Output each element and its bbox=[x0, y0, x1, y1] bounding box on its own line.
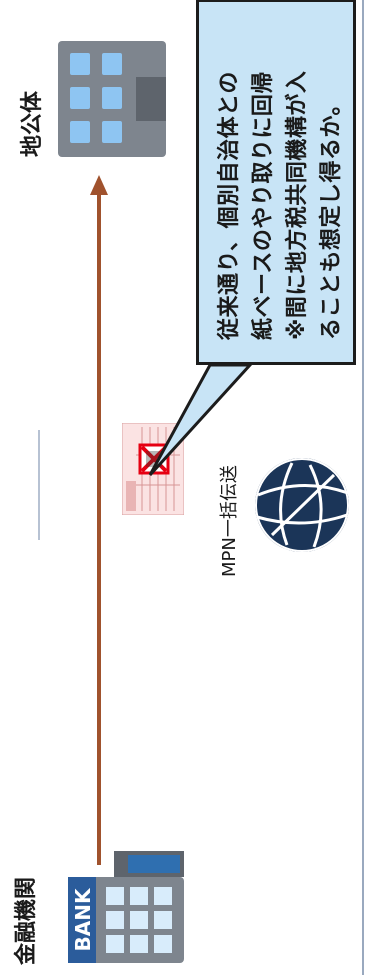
callout-line: 紙ベースのやり取りに回帰 bbox=[251, 71, 276, 340]
callout-tail bbox=[148, 363, 254, 477]
local-gov-label: 地公体 bbox=[20, 90, 45, 157]
callout-line: ることも想定し得るか。 bbox=[319, 92, 344, 340]
callout-line: ※間に地方税共同機構が入 bbox=[285, 70, 310, 340]
bank-label: 金融機関 bbox=[14, 876, 39, 965]
bank-building-icon: BANK bbox=[68, 851, 184, 963]
callout-box: 従来通り、個別自治体との 紙ベースのやり取りに回帰 ※間に地方税共同機構が入 る… bbox=[196, 0, 356, 365]
network-globe-icon bbox=[255, 458, 349, 552]
right-arrow-icon bbox=[90, 175, 108, 865]
divider-line-short bbox=[38, 430, 40, 540]
mpn-label: MPN一括伝送 bbox=[219, 465, 240, 577]
svg-text:BANK: BANK bbox=[71, 887, 95, 951]
callout-line: 従来通り、個別自治体との bbox=[217, 71, 242, 340]
government-building-icon bbox=[58, 41, 166, 157]
divider-line bbox=[362, 0, 364, 975]
